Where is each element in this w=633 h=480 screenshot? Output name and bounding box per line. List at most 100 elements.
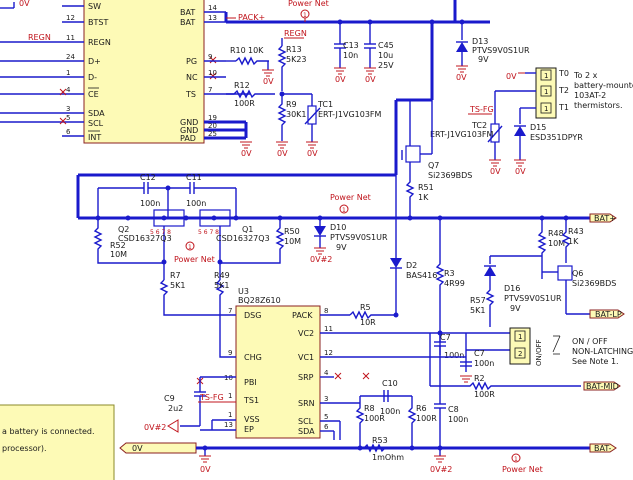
charger-ic-left-pins xyxy=(0,2,84,137)
ic-pin-num: 25 xyxy=(208,130,217,138)
gnd-flag xyxy=(167,419,179,433)
r13-ref: R13 xyxy=(286,45,302,54)
d10-volt: 9V xyxy=(336,243,347,252)
net-0v: 0V xyxy=(490,167,501,176)
ic-pin-sda: SDA xyxy=(88,109,105,118)
q1-val: CSD16327Q3 xyxy=(216,234,270,243)
net-0v-left: 0V xyxy=(19,0,30,8)
c8-val: 100n xyxy=(448,415,468,424)
net-0v-port: 0V xyxy=(132,444,143,453)
net-0v-top: 0V xyxy=(506,72,517,81)
r3-ref: R3 xyxy=(444,269,455,278)
q7-mosfet xyxy=(405,145,421,163)
d13-volt: 9V xyxy=(478,55,489,64)
svg-text:1: 1 xyxy=(228,392,232,400)
r53-ref: R53 xyxy=(372,436,388,445)
u3-pin-scl: SCL xyxy=(298,417,314,426)
net-0v: 0V xyxy=(277,149,288,158)
r13-resistor xyxy=(277,45,287,91)
r52-ref: R52 xyxy=(110,241,126,250)
ic-pin-num: 11 xyxy=(66,34,75,42)
r10-val: 10K xyxy=(248,46,264,55)
ic-pin-bat: BAT xyxy=(180,18,195,27)
svg-text:1: 1 xyxy=(544,72,548,80)
net-0v: 0V xyxy=(241,149,252,158)
r43-ref: R43 xyxy=(568,227,584,236)
d10-diode xyxy=(314,226,326,236)
r2-ref: R2 xyxy=(474,374,485,383)
svg-text:5: 5 xyxy=(324,413,328,421)
r43-val: 1K xyxy=(568,237,579,246)
d10-val: PTVS9V0S1UR xyxy=(330,233,388,242)
c13-ref: C13 xyxy=(343,41,359,50)
onoff-note: ON / OFF xyxy=(572,337,608,346)
ic-pin-ce: CE xyxy=(88,90,99,99)
ic-pin-num: 10 xyxy=(208,69,217,77)
bat-plus-port xyxy=(589,213,617,223)
net-0v: 0V xyxy=(263,77,274,86)
ic-pin-sw: SW xyxy=(88,2,101,11)
ic-pin-num: 13 xyxy=(208,14,217,22)
ic-pin-num: 1 xyxy=(66,69,70,77)
onoff-side-label: ON/OFF xyxy=(535,339,543,366)
d15-diode xyxy=(514,126,526,136)
net-regn-left: REGN xyxy=(28,33,51,42)
c9-ref: C9 xyxy=(164,394,175,403)
r49-val: 5K1 xyxy=(214,281,229,290)
r8-resistor xyxy=(355,396,365,447)
onoff-note: NON-LATCHING xyxy=(572,347,633,356)
d13-ref: D13 xyxy=(472,37,488,46)
d2-ref: D2 xyxy=(406,261,417,270)
u3-gauge-ic xyxy=(235,305,321,439)
r51-resistor xyxy=(405,162,415,217)
d13-diode xyxy=(456,42,468,52)
conn-pin-t1: T1 xyxy=(558,103,569,112)
conn-pin-t0: T0 xyxy=(558,69,569,78)
r7-resistor xyxy=(159,279,236,316)
ic-pin-scl: SCL xyxy=(88,119,104,128)
u3-pin-srp: SRP xyxy=(298,373,314,382)
d15-ref: D15 xyxy=(530,123,546,132)
r52-val: 10M xyxy=(110,250,127,259)
c8-ref: C8 xyxy=(448,405,459,414)
r50-val: 10M xyxy=(284,237,301,246)
q7-ref: Q7 xyxy=(428,161,439,170)
r10-resistor xyxy=(235,56,269,66)
conn-note: battery-mounted xyxy=(574,81,633,90)
ic-pin-num: 12 xyxy=(66,14,75,22)
ic-pin-num: 9 xyxy=(208,53,212,61)
r10-ref: R10 xyxy=(230,46,246,55)
net-pack-plus: PACK+ xyxy=(238,13,265,22)
ic-pin-dminus: D- xyxy=(88,73,97,82)
svg-text:1: 1 xyxy=(188,244,192,251)
d16-val: PTVS9V0S1UR xyxy=(504,294,562,303)
svg-text:1: 1 xyxy=(228,411,232,419)
d16-diode xyxy=(484,266,496,276)
u3-pin-srn: SRN xyxy=(298,399,315,408)
net-regn-top: REGN xyxy=(284,29,307,38)
ic-pin-gnd: GND xyxy=(180,118,198,127)
r6-resistor xyxy=(407,396,417,447)
u3-pin-pbi: PBI xyxy=(244,378,257,387)
r8-ref: R8 xyxy=(364,404,375,413)
conn-note: To 2 x xyxy=(573,71,598,80)
note-line: processor). xyxy=(2,444,47,453)
ic-pin-num: 5 xyxy=(66,114,70,122)
u3-pin-dsg: DSG xyxy=(244,311,261,320)
svg-text:11: 11 xyxy=(324,325,333,333)
ic-pin-pg: PG xyxy=(186,57,197,66)
net-bat-plus: BAT+ xyxy=(594,214,616,223)
d13-val: PTVS9V0S1UR xyxy=(472,46,530,55)
u3-pin-ts1: TS1 xyxy=(243,396,259,405)
net-bat-mid: BAT-MID xyxy=(586,382,619,391)
bat-minus-port xyxy=(589,443,617,453)
ic-pin-regn: REGN xyxy=(88,38,111,47)
svg-text:8: 8 xyxy=(324,307,328,315)
r50-resistor xyxy=(220,218,285,264)
r48-resistor xyxy=(537,218,547,279)
r49-resistor xyxy=(215,279,236,358)
onoff-note: See Note 1. xyxy=(572,357,619,366)
r3-resistor xyxy=(435,218,445,355)
q1-mosfet xyxy=(199,209,231,227)
